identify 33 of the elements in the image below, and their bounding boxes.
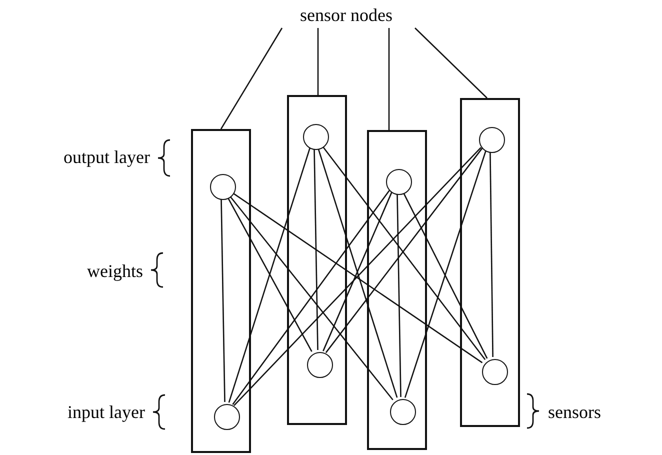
connection-line [234,146,482,406]
neuron-circle [214,404,240,430]
sensor-box [367,130,427,450]
layer-label: input layer [68,403,145,421]
neuron-circle [386,169,412,195]
connection-line [322,192,392,352]
connection-line [228,147,311,403]
connection-line [490,151,494,357]
neuron-circle [303,124,329,150]
neuron-circle [390,399,416,425]
neuron-circle [479,127,505,153]
leader-line [317,28,319,95]
connection-line [231,192,483,364]
leader-line [388,28,390,130]
connection-line [404,150,487,398]
layer-label: output layer [64,148,150,166]
connection-line [402,191,488,359]
sensor-box [191,129,251,453]
neuron-circle [307,352,333,378]
connection-line [226,196,312,352]
connection-line [220,198,226,402]
connection-line [317,147,398,398]
sensor-box [287,95,347,425]
neuron-circle [210,174,236,200]
leader-line [220,28,283,130]
node-label: sensor nodes [300,6,392,24]
leader-line [414,28,488,98]
neuron-circle [482,359,508,385]
layer-label: weights [87,262,143,280]
connection-line [396,192,402,398]
connection-line [314,148,318,350]
layer-label: sensors [548,403,601,421]
sensor-box [460,98,520,427]
